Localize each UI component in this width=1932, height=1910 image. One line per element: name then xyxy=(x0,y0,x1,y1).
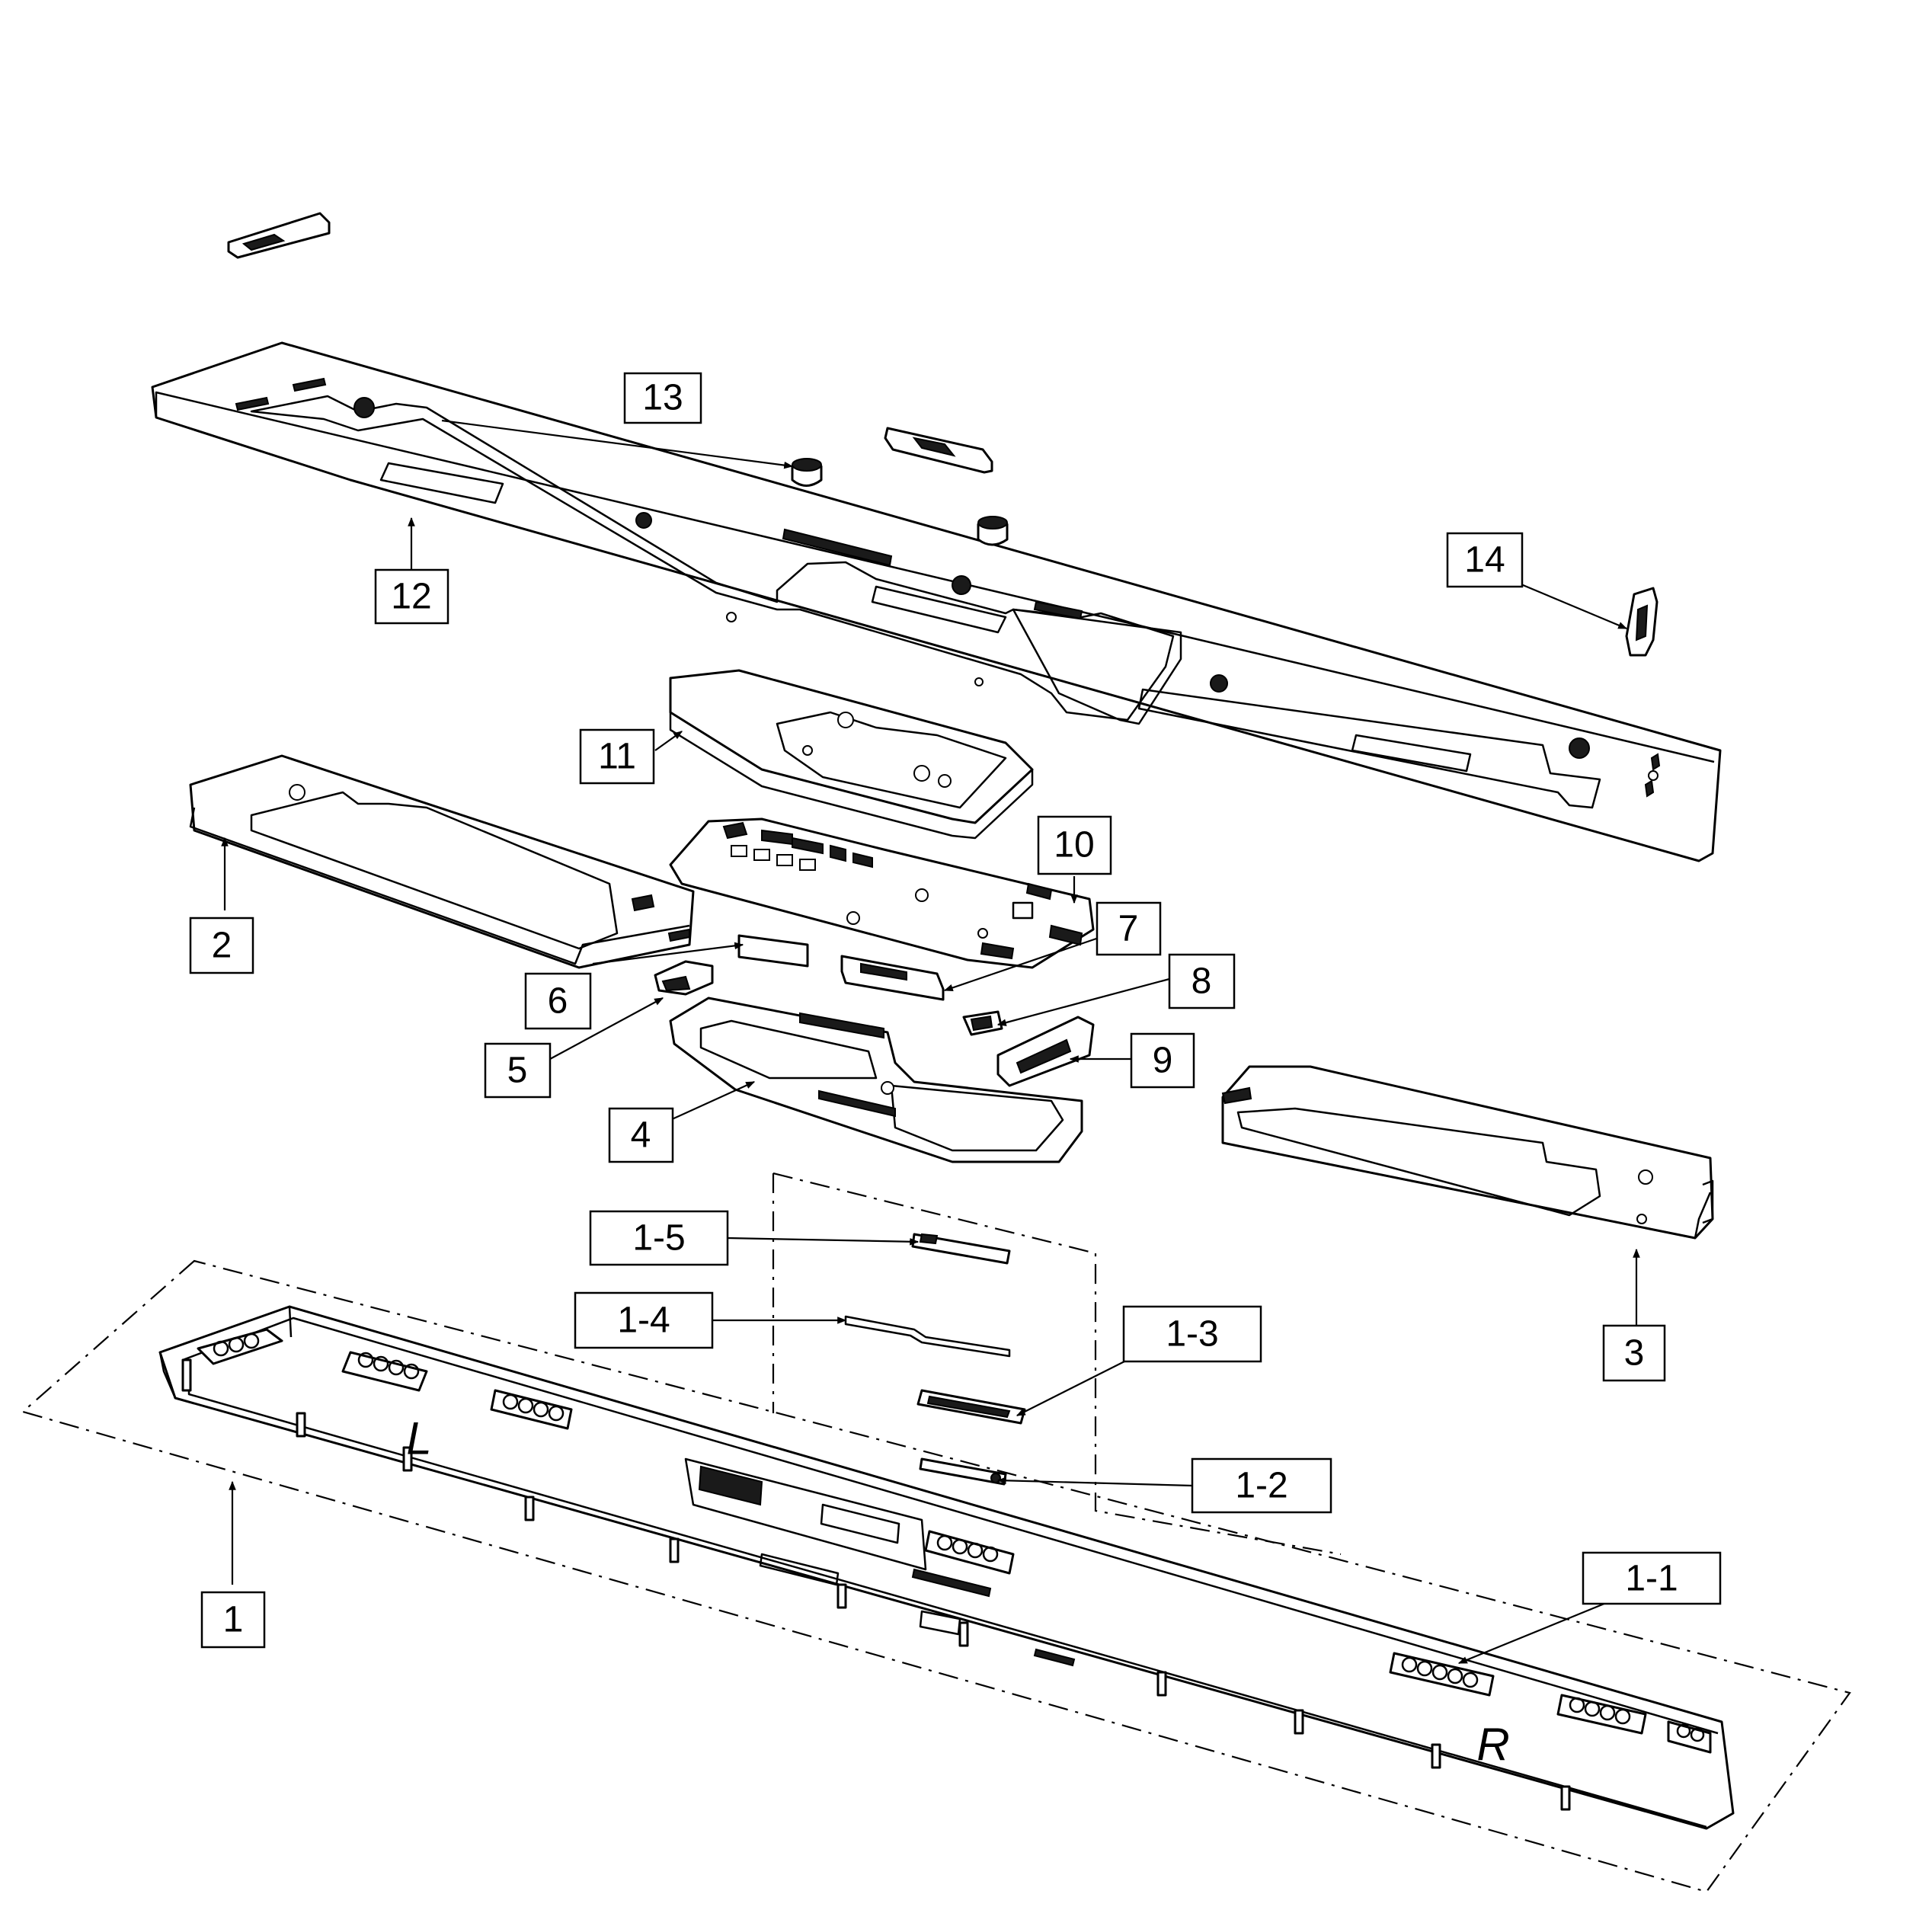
callout-13: 13 xyxy=(623,372,702,424)
callout-5-label: 5 xyxy=(507,1051,528,1091)
callout-1-label: 1 xyxy=(223,1600,244,1640)
callout-7-label: 7 xyxy=(1118,909,1139,949)
callout-7: 7 xyxy=(1096,901,1162,956)
callout-12-label: 12 xyxy=(391,577,431,617)
part-clip-top-left xyxy=(227,212,331,259)
part-chassis-plate xyxy=(669,997,1083,1163)
callout-1: 1 xyxy=(200,1591,266,1649)
callout-1-1: 1-1 xyxy=(1582,1551,1722,1605)
callout-10-label: 10 xyxy=(1054,825,1094,865)
part-1-2 xyxy=(919,1457,1007,1486)
callout-10: 10 xyxy=(1037,815,1112,875)
callout-2-label: 2 xyxy=(212,926,232,966)
callout-12: 12 xyxy=(374,568,449,625)
part-1-3 xyxy=(916,1389,1026,1425)
callout-1-1-label: 1-1 xyxy=(1625,1559,1678,1599)
callout-14-label: 14 xyxy=(1464,540,1505,581)
callout-14: 14 xyxy=(1446,532,1524,588)
callout-6-label: 6 xyxy=(548,981,568,1022)
left-marking: L xyxy=(406,1413,431,1464)
callout-4-label: 4 xyxy=(631,1115,651,1156)
part-8 xyxy=(962,1010,1003,1036)
callout-3: 3 xyxy=(1602,1324,1666,1382)
callout-1-4-label: 1-4 xyxy=(617,1301,670,1341)
callout-8-label: 8 xyxy=(1192,961,1212,1002)
part-5 xyxy=(654,960,714,996)
callout-11-label: 11 xyxy=(598,737,636,777)
part-6 xyxy=(737,934,809,968)
callout-1-2-label: 1-2 xyxy=(1235,1466,1287,1506)
part-top-cover xyxy=(151,341,1722,862)
callout-5: 5 xyxy=(484,1042,552,1099)
part-right-housing xyxy=(1221,1065,1714,1240)
part-main-board xyxy=(669,817,1095,969)
part-foot-2 xyxy=(977,516,1009,546)
callout-9-label: 9 xyxy=(1153,1041,1173,1081)
part-1-5 xyxy=(911,1233,1011,1265)
assembly-boundary-1 xyxy=(21,1259,1851,1893)
callout-1-2: 1-2 xyxy=(1191,1457,1332,1514)
callout-11: 11 xyxy=(579,728,655,785)
callout-1-5: 1-5 xyxy=(589,1210,729,1266)
assembly-boundary-1-sub xyxy=(772,1172,1342,1556)
callout-13-label: 13 xyxy=(642,378,683,418)
callout-2: 2 xyxy=(189,917,254,974)
callout-1-3: 1-3 xyxy=(1122,1305,1262,1363)
callout-1-3-label: 1-3 xyxy=(1166,1314,1218,1355)
callout-8: 8 xyxy=(1168,953,1236,1009)
part-clip-center xyxy=(884,427,993,474)
part-1-4 xyxy=(844,1315,1011,1358)
part-7 xyxy=(840,955,945,1001)
callout-9: 9 xyxy=(1130,1032,1195,1089)
part-9 xyxy=(996,1016,1095,1087)
part-clip-right xyxy=(1625,587,1659,657)
callout-4: 4 xyxy=(608,1107,674,1163)
part-base-housing xyxy=(158,1305,1735,1830)
right-marking: R xyxy=(1476,1720,1509,1771)
part-left-housing xyxy=(189,754,695,969)
callout-3-label: 3 xyxy=(1624,1333,1645,1374)
leader-lines xyxy=(221,419,1640,1665)
callout-1-5-label: 1-5 xyxy=(632,1218,685,1259)
callout-1-4: 1-4 xyxy=(574,1291,714,1349)
part-foot-1 xyxy=(791,458,823,487)
callout-6: 6 xyxy=(524,972,592,1030)
part-center-cover xyxy=(669,669,1034,840)
